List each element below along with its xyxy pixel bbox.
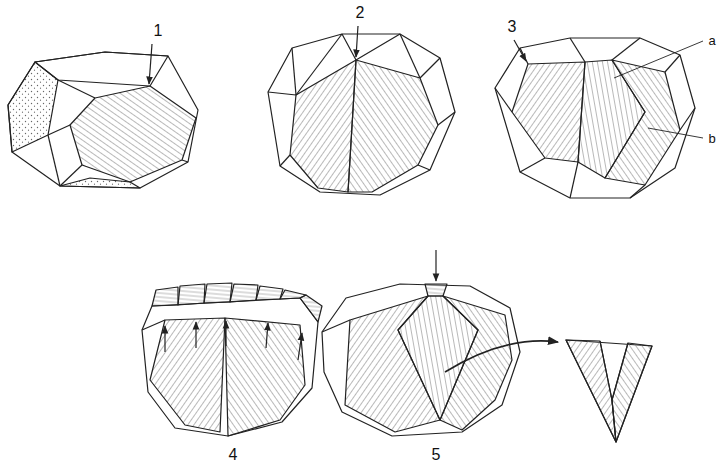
core-stage-5 (425, 284, 447, 296)
core-stage-4 (142, 298, 318, 436)
core-stage-1 (8, 44, 198, 188)
core-stage-4 (230, 284, 258, 302)
callout-letter: a (708, 34, 715, 48)
core-stage-2 (280, 155, 290, 166)
core-stage-5 (566, 340, 616, 442)
callout-number: 4 (229, 446, 238, 464)
core-stage-5 (435, 250, 436, 281)
core-stage-3 (570, 162, 578, 198)
core-stage-5 (322, 250, 652, 442)
core-stage-2 (348, 60, 438, 192)
core-stage-1 (60, 178, 140, 188)
core-stage-2 (356, 26, 358, 57)
core-stage-3 (665, 55, 680, 72)
core-stage-5 (612, 400, 616, 442)
core-stage-4 (225, 321, 226, 346)
core-stage-5 (398, 296, 478, 420)
core-stage-3 (512, 62, 585, 162)
label-anchor: 2 (356, 4, 365, 22)
core-stage-1 (48, 125, 70, 135)
core-stage-1 (149, 44, 152, 84)
core-stage-2 (420, 58, 440, 78)
core-stage-1 (60, 165, 82, 186)
core-stage-3 (680, 108, 695, 130)
core-stage-2 (268, 34, 455, 195)
core-stage-3 (612, 38, 640, 60)
core-stage-4 (178, 284, 205, 305)
core-stage-4 (142, 283, 322, 436)
core-stage-2 (290, 60, 356, 192)
label-anchor: 5 (432, 446, 441, 464)
core-stage-4 (300, 295, 322, 322)
core-stage-3 (520, 48, 528, 64)
label-anchor: 1 (154, 22, 163, 40)
core-stage-1 (70, 86, 196, 182)
label-anchor: a (708, 31, 715, 49)
callout-number: 3 (508, 18, 517, 36)
core-stage-4 (225, 318, 305, 436)
core-stage-3 (495, 88, 512, 112)
core-stage-4 (195, 322, 196, 348)
core-stage-1 (182, 160, 188, 162)
core-stage-2 (400, 34, 420, 78)
callout-number: 1 (154, 22, 163, 40)
core-stage-5 (322, 284, 520, 436)
core-stage-2 (268, 92, 296, 95)
core-stage-3 (614, 41, 703, 78)
core-stage-2 (418, 165, 430, 170)
core-stage-5 (612, 343, 652, 442)
core-stage-1 (8, 62, 58, 152)
core-stage-1 (58, 80, 95, 98)
label-anchor: 4 (229, 446, 238, 464)
core-stage-4 (204, 283, 232, 303)
core-stage-3 (514, 40, 526, 61)
core-stage-4 (266, 323, 268, 348)
core-stage-5 (445, 341, 558, 372)
core-stage-3 (520, 158, 545, 172)
core-stage-3 (630, 185, 645, 198)
core-stage-4 (150, 318, 225, 432)
core-stage-4 (164, 326, 165, 352)
callout-number: 5 (432, 446, 441, 464)
core-stage-5 (566, 340, 652, 442)
core-stage-3 (495, 38, 695, 198)
core-stage-1 (48, 135, 60, 186)
core-stage-2 (268, 26, 455, 195)
core-stage-5 (600, 341, 628, 400)
core-stage-2 (296, 34, 342, 95)
core-stage-1 (8, 52, 198, 188)
core-stage-3 (648, 128, 703, 138)
core-stage-3 (495, 38, 703, 198)
callout-letter: b (708, 132, 715, 146)
label-anchor: 3 (508, 18, 517, 36)
core-stage-3 (605, 60, 680, 185)
core-stage-5 (322, 320, 350, 332)
label-anchor: b (708, 129, 715, 147)
core-stage-4 (298, 333, 302, 360)
core-stage-1 (35, 52, 168, 86)
core-stage-4 (256, 286, 283, 300)
core-stage-2 (342, 34, 400, 60)
core-stage-4 (152, 287, 178, 306)
callout-number: 2 (356, 4, 365, 22)
core-stage-2 (292, 48, 296, 95)
core-stage-3 (570, 38, 585, 62)
core-stage-2 (438, 112, 455, 125)
core-stage-4 (142, 320, 165, 330)
